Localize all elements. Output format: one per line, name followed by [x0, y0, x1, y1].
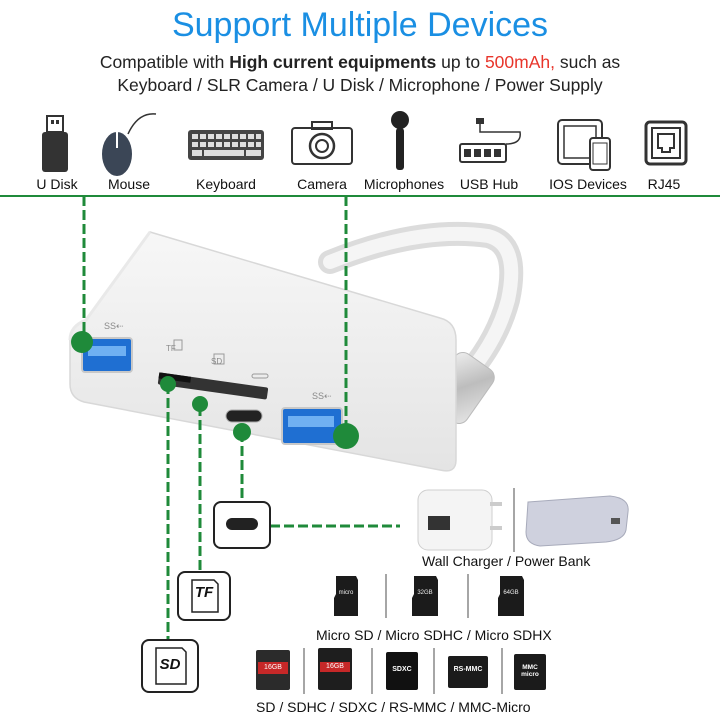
tf-badge — [177, 571, 231, 621]
sd-cards — [256, 648, 546, 694]
page-title: Support Multiple Devices — [171, 6, 549, 44]
device-label-ios-devices: IOS Devices — [549, 176, 627, 192]
micro-card-c-text: 64GB — [503, 590, 519, 596]
camera-icon — [291, 121, 353, 165]
svg-text:SS⇠: SS⇠ — [312, 391, 332, 401]
usb-port-left: SS⇠ — [81, 321, 133, 373]
device-label-microphones: Microphones — [363, 176, 445, 192]
compat-suffix: such as — [555, 52, 621, 72]
micro-card-a-text: micro — [338, 590, 354, 596]
usb-c-port — [225, 409, 263, 423]
mouse-icon — [102, 113, 157, 176]
micro-sd-caption: Micro SD / Micro SDHC / Micro SDHX — [316, 627, 552, 643]
sdxc-card-text: SDXC — [392, 666, 412, 673]
usb-c-badge — [213, 501, 271, 549]
adapter-body: SS⇠ SS⇠ — [68, 231, 457, 472]
usb-hub-icon — [459, 118, 521, 163]
sd-caption: SD / SDHC / SDXC / RS-MMC / MMC-Micro — [256, 699, 531, 715]
mmc-micro-card-text: MMC micro — [521, 664, 539, 678]
connector-lines — [82, 196, 400, 640]
device-label-usb-hub: USB Hub — [459, 176, 519, 192]
device-label-mouse: Mouse — [107, 176, 151, 192]
compat-bold: High current equipments — [229, 52, 437, 72]
sd-badge — [141, 639, 199, 693]
sd-card-b-text: 16GB — [326, 663, 344, 670]
compat-current: 500mAh, — [484, 52, 555, 72]
wall-charger-image — [417, 489, 502, 551]
card-slots — [157, 339, 269, 400]
microphone-icon — [391, 111, 409, 170]
compat-mid: up to — [436, 52, 485, 72]
micro-sd-cards — [334, 574, 524, 618]
power-bank-image — [525, 495, 629, 547]
sd-slot-label: SD — [211, 357, 223, 366]
rs-mmc-card-text: RS-MMC — [453, 666, 483, 673]
connector-dots — [71, 331, 359, 449]
sd-card-a-text: 16GB — [264, 664, 282, 671]
charger-caption: Wall Charger / Power Bank — [422, 553, 591, 569]
usb-flash-drive-icon — [42, 115, 68, 172]
ios-devices-icon — [557, 119, 611, 171]
device-icons-row — [42, 111, 688, 176]
device-label-keyboard: Keyboard — [196, 176, 256, 192]
compat-text-line1: Compatible with High current equipments … — [0, 52, 720, 73]
device-label-udisk: U Disk — [36, 176, 78, 192]
keyboard-icon — [188, 130, 264, 160]
device-label-camera: Camera — [297, 176, 347, 192]
device-label-rj45: RJ45 — [647, 176, 681, 192]
svg-text:SS⇠: SS⇠ — [104, 321, 124, 331]
tf-badge-label: TF — [194, 584, 214, 601]
compat-text-line2: Keyboard / SLR Camera / U Disk / Microph… — [117, 75, 603, 95]
micro-card-b-text: 32GB — [417, 590, 433, 596]
compat-prefix: Compatible with — [99, 52, 230, 72]
rj45-icon — [644, 120, 688, 166]
sd-badge-label: SD — [159, 656, 181, 673]
tf-slot-label: TF — [166, 344, 176, 353]
